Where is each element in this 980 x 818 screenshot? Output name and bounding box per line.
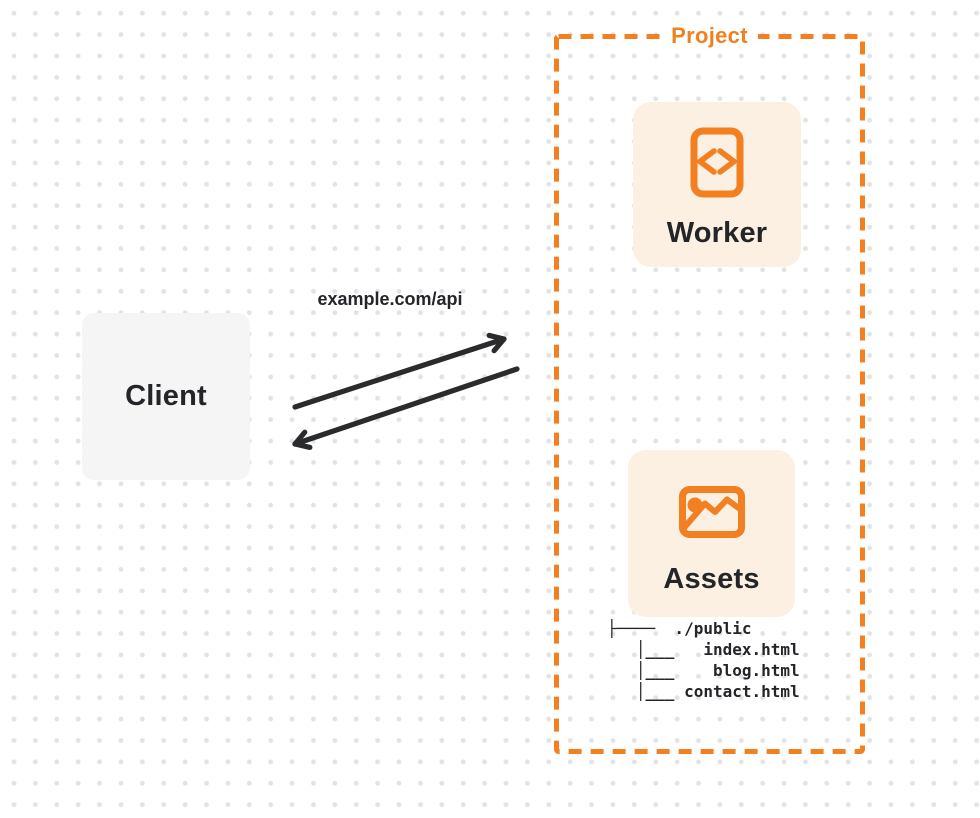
code-file-icon <box>690 127 744 198</box>
assets-card: Assets <box>628 450 795 617</box>
project-label-text: Project <box>661 25 758 47</box>
worker-label: Worker <box>666 217 768 249</box>
client-label: Client <box>125 380 207 412</box>
assets-label: Assets <box>663 563 760 595</box>
image-icon <box>678 486 745 538</box>
response-arrow <box>292 366 520 451</box>
client-box: Client <box>82 313 250 480</box>
worker-card: Worker <box>633 102 801 267</box>
file-tree: ├──── ./public │___ index.html │___ blog… <box>607 619 800 701</box>
request-arrow <box>292 332 507 410</box>
project-label: Project <box>556 25 863 48</box>
request-url-label: example.com/api <box>317 289 463 309</box>
